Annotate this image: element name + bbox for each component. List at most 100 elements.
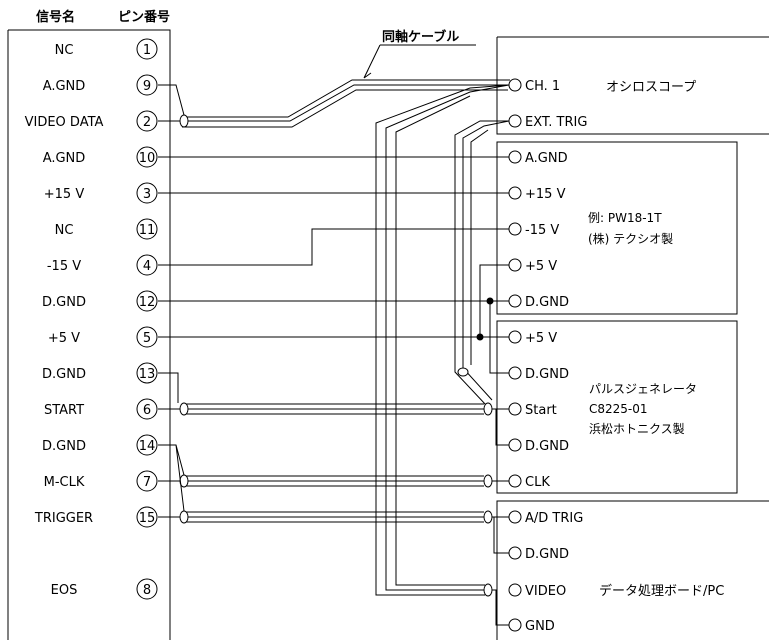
shield-ground-9 [158,84,185,116]
pin-circle [136,398,158,420]
coax-shield-start [179,402,189,416]
pin-number: 11 [139,223,156,238]
power-supply-title-1: 例: PW18-1T [588,211,662,225]
terminal-circle [508,78,522,92]
terminal: A/D TRIG [508,510,583,526]
terminal: Start [508,402,557,418]
coax-start [158,403,509,415]
coax-video-data-core [158,84,509,122]
pulse-generator-title-2: C8225-01 [589,402,648,416]
coax-shield-trigger [179,510,189,524]
terminal: CH. 1 [508,78,560,94]
coax-shield-video-data [179,114,189,128]
terminal-circle [508,186,522,200]
signal-name: +15 V [44,187,85,202]
pin-number: 7 [143,475,151,490]
coax-shield-start-end [483,402,493,416]
terminal-label: A/D TRIG [525,511,583,526]
shield-ground-13 [158,372,179,403]
coax-shield-video-end [483,583,493,597]
terminal-label: D.GND [525,547,569,562]
connector-frame [7,29,171,640]
terminal-label: EXT. TRIG [525,115,587,130]
coax-mclk [158,475,509,487]
terminal-circle [508,258,522,272]
oscilloscope-title: オシロスコープ [606,80,696,95]
signal-name: NC [55,43,74,58]
coax-video-data-outer-top [182,79,510,118]
pin-circle [136,218,158,240]
signal-name: -15 V [47,259,81,274]
pin-number: 2 [143,115,151,130]
junction-plus5v [476,333,484,341]
connector-row: VIDEO DATA 2 [25,110,158,132]
coax-shield-trigger-end [483,510,493,524]
terminal-label: GND [525,619,555,634]
terminal: EXT. TRIG [508,114,587,130]
signal-name-header: 信号名 [36,9,75,25]
terminal-circle [508,510,522,524]
signal-name: D.GND [42,439,86,454]
terminal: CLK [508,474,550,490]
terminal: VIDEO [508,583,566,599]
coax-trigger [158,511,509,523]
signal-name: A.GND [43,79,86,94]
pin-circle [136,110,158,132]
terminal-circle [508,222,522,236]
coaxial-cable-label: 同軸ケーブル [382,29,459,45]
terminal-circle [508,583,522,597]
terminal-label: D.GND [525,439,569,454]
terminal-circle [508,330,522,344]
terminal-label: A.GND [525,151,568,166]
pin-circle [136,254,158,276]
terminal: D.GND [508,438,569,454]
data-board-title: データ処理ボード/PC [599,583,724,599]
wire-video-gnd [492,589,509,626]
terminal-circle [508,546,522,560]
pin-number: 9 [143,79,151,94]
pin-circle [136,182,158,204]
wire-minus15v [158,228,509,266]
terminal: +15 V [508,186,566,202]
shield-ground-14 [158,444,185,512]
cable-label-leader [363,44,381,79]
signal-name: NC [55,223,74,238]
power-supply-title-2: (株) テクシオ製 [588,231,673,246]
pin-number: 10 [139,151,156,166]
junction-d-gnd [486,297,494,305]
terminal-circle [508,438,522,452]
pin-circle [136,362,158,384]
coax-video-data-outer-bottom [182,89,508,128]
data-board-box [496,500,769,640]
pin-number-header: ピン番号 [118,9,170,25]
signal-name: D.GND [42,295,86,310]
terminal: +5 V [508,330,557,346]
wire-start-dgnd [495,409,509,446]
signal-name: VIDEO DATA [25,115,104,130]
terminal: +5 V [508,258,557,274]
terminal-label: CH. 1 [525,79,560,94]
signal-name: START [44,403,84,418]
pin-circle [136,38,158,60]
pulse-generator-title-1: パルスジェネレータ [589,382,697,396]
terminal-label: +15 V [525,187,566,202]
wire-trigger-dgnd [493,517,509,554]
terminal-circle [508,474,522,488]
terminal-circle [508,618,522,632]
terminal-label: Start [525,403,557,418]
coax-shield-ext-trig [457,367,469,377]
oscilloscope-box [496,36,769,135]
signal-name: D.GND [42,367,86,382]
pin-circle [136,578,158,600]
connector-row: A.GND 9 [43,74,158,96]
pin-number: 14 [139,439,156,454]
pin-number: 1 [143,43,151,58]
signal-name: EOS [51,583,78,598]
terminal: D.GND [508,366,569,382]
